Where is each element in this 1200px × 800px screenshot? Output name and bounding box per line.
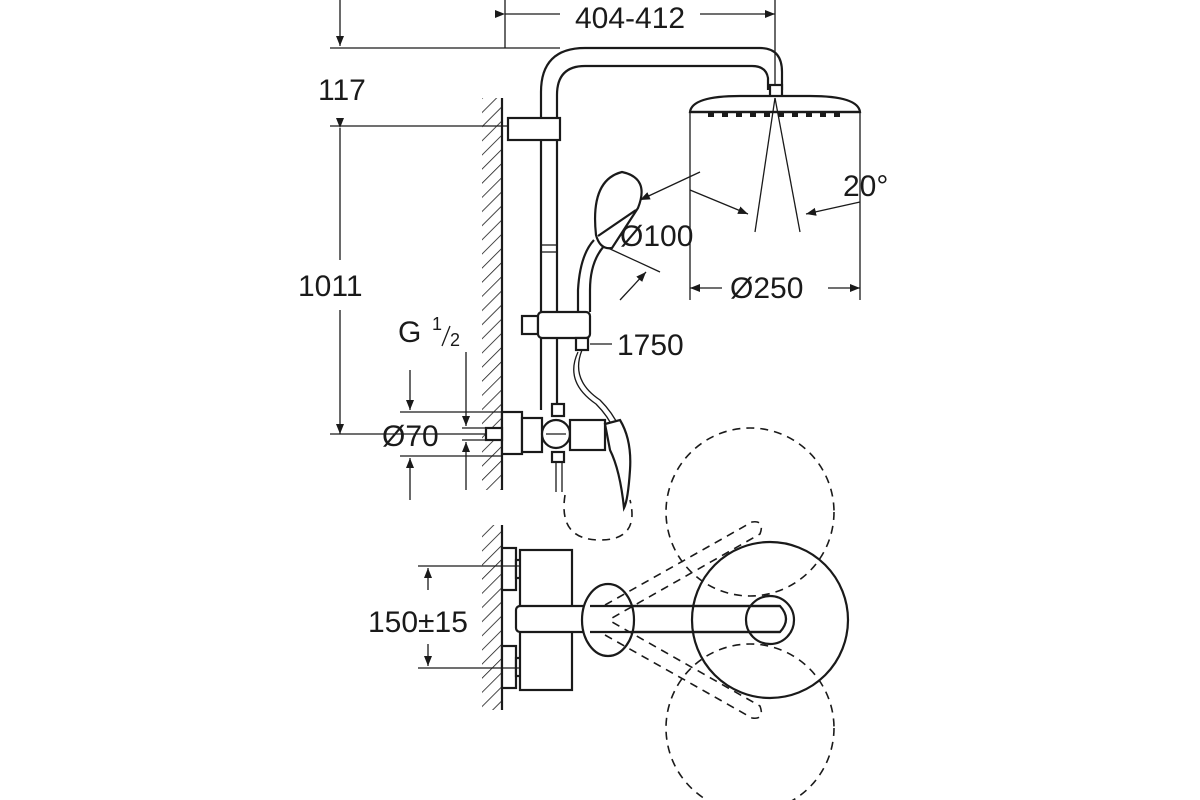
thread-fraction-slash [441, 325, 451, 347]
top-view-assembly [500, 427, 850, 800]
head-shower [688, 83, 862, 233]
rail-height-label: 1011 [298, 270, 363, 303]
hose-length-label: 1750 [617, 329, 684, 362]
rosette-diameter-label: Ø70 [382, 420, 439, 453]
wall-hatch-lower [482, 525, 504, 710]
headshower-diameter-label: Ø250 [730, 272, 803, 305]
thread-numerator: 1 [432, 314, 442, 334]
dimension-lines [330, 0, 861, 669]
tilt-angle-label: 20° [843, 170, 888, 203]
inlet-centers-label: 150±15 [368, 606, 468, 639]
hand-shower [576, 170, 643, 312]
slider [520, 310, 592, 352]
thread-label: G [398, 316, 421, 349]
shower-rail [506, 46, 784, 410]
top-width-label: 404-412 [575, 2, 685, 35]
thread-denominator: 2 [450, 330, 460, 350]
handshower-diameter-label: Ø100 [620, 220, 693, 253]
arm-height-label: 117 [318, 74, 366, 107]
